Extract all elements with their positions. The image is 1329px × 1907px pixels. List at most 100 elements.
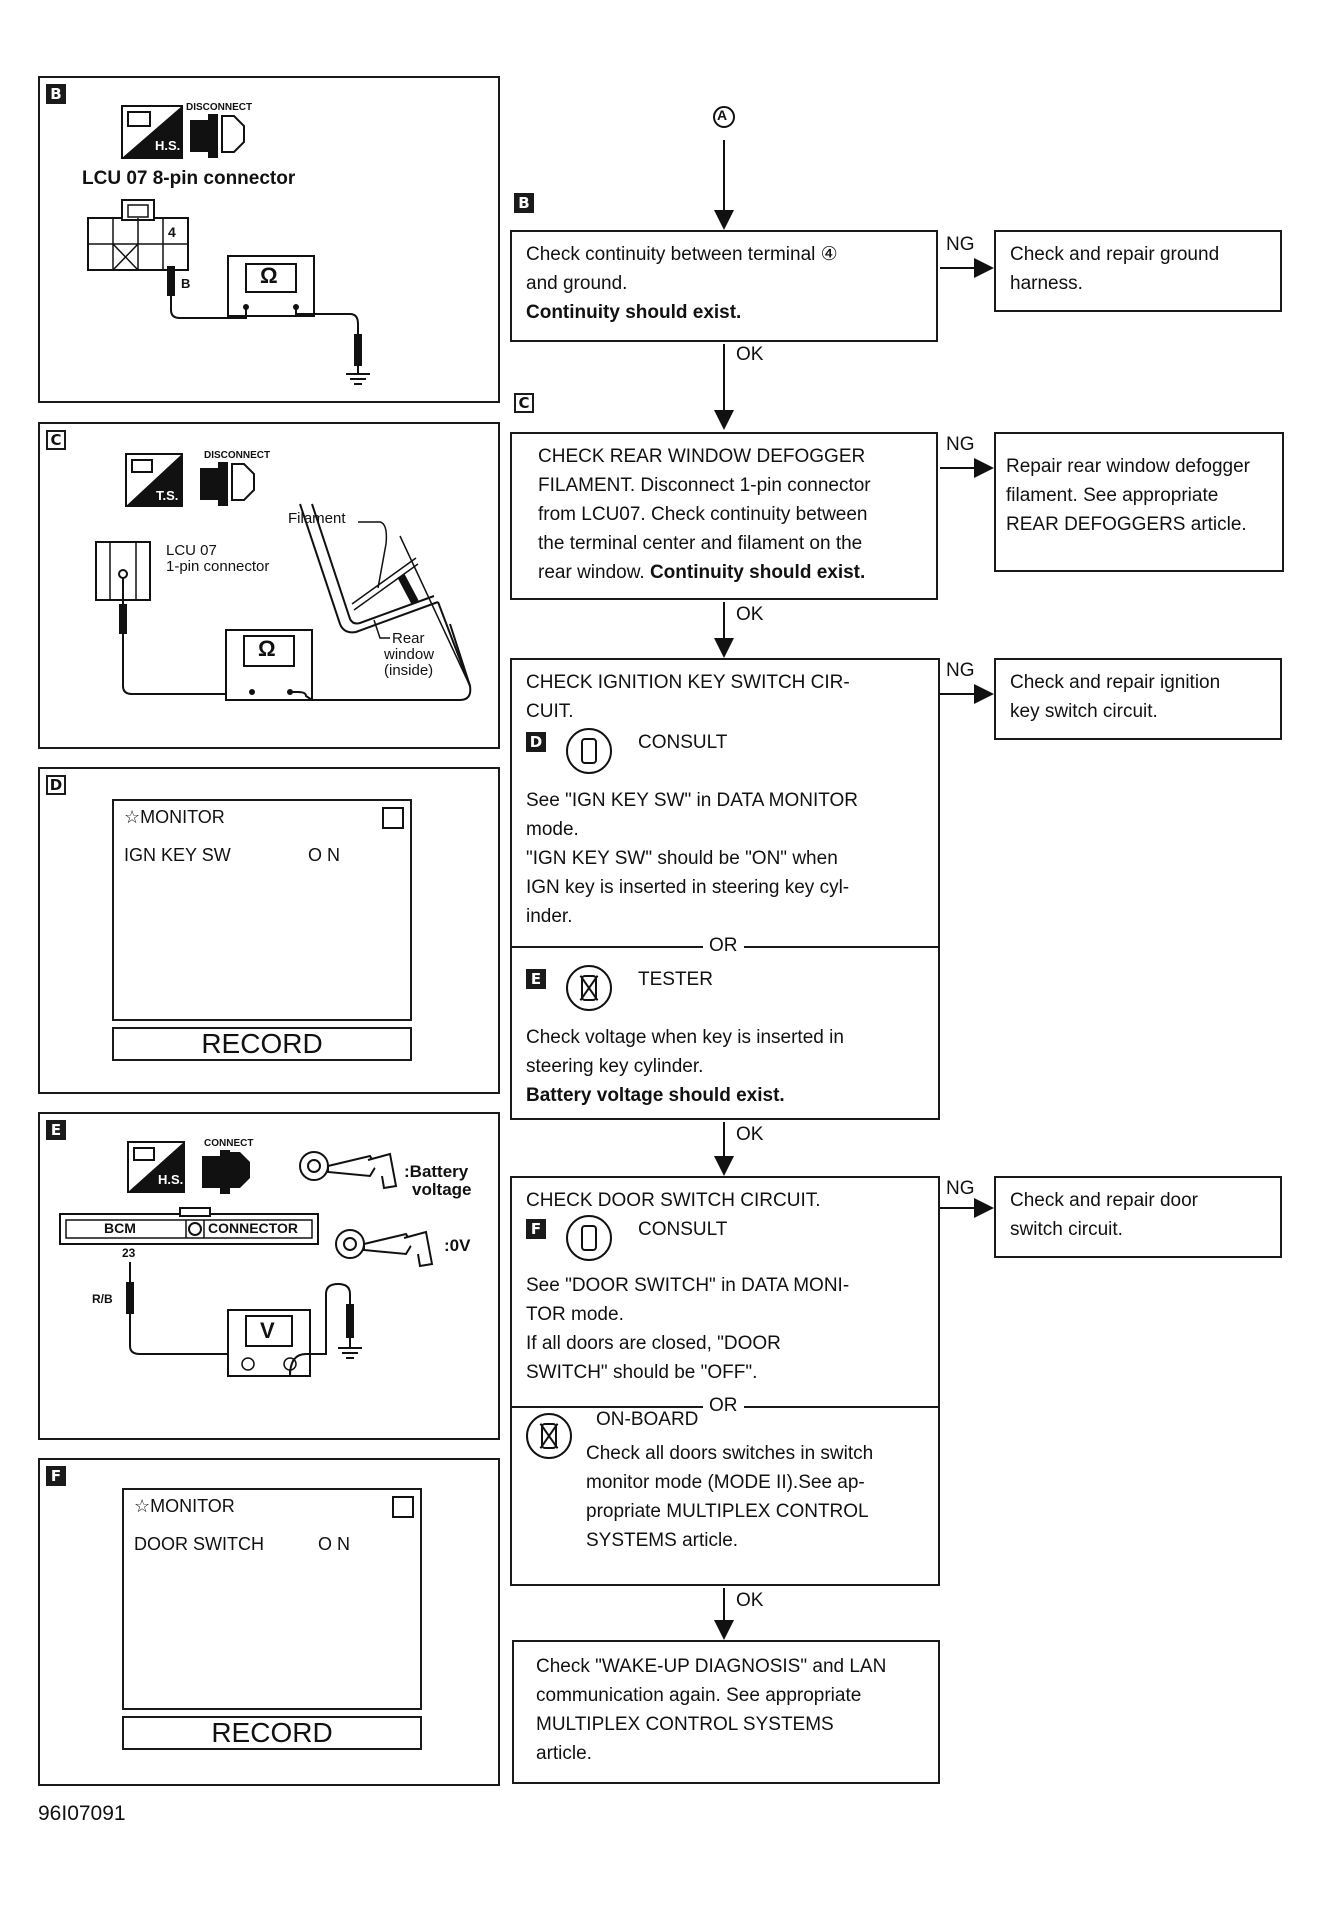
step3-ng-box: Check and repair ignition key switch cir… xyxy=(994,658,1282,740)
step1-ng-box: Check and repair ground harness. xyxy=(994,230,1282,312)
or-label: OR xyxy=(703,1396,744,1416)
ohm-meter-label: Ω xyxy=(258,636,276,661)
step3-line1: CHECK IGNITION KEY SWITCH CIR- xyxy=(526,672,850,693)
ok-label: OK xyxy=(736,344,764,365)
panel-f: F ☆MONITOR DOOR SWITCH O N RECORD xyxy=(38,1458,500,1786)
panel-c-diagram xyxy=(95,453,472,701)
monitor-checkbox[interactable] xyxy=(382,807,404,829)
panel-b: B H.S. DISCONNECT LCU 07 8-p xyxy=(38,76,500,403)
volt-meter-label: V xyxy=(260,1318,275,1343)
consult-tag-f: F xyxy=(526,1219,546,1239)
pin-label: 4 xyxy=(168,224,176,240)
step4-c1: See "DOOR SWITCH" in DATA MONI- xyxy=(526,1275,850,1296)
rear-label-1: Rear xyxy=(392,630,425,647)
zero-volt-label: :0V xyxy=(444,1236,471,1255)
ok-label: OK xyxy=(736,1590,764,1611)
ok-label: OK xyxy=(736,604,764,625)
step2-line1: CHECK REAR WINDOW DEFOGGER xyxy=(538,446,866,467)
step2-ng-line1: Repair rear window defogger xyxy=(1006,456,1250,477)
monitor-item-value: O N xyxy=(318,1534,351,1554)
consult-label: CONSULT xyxy=(638,732,728,753)
ng-label: NG xyxy=(946,1178,975,1199)
step3-box: CHECK IGNITION KEY SWITCH CIR- CUIT. D C… xyxy=(510,658,940,1120)
consult-label: CONSULT xyxy=(638,1219,728,1240)
pin-23-label: 23 xyxy=(122,1246,136,1260)
step1-line1: Check continuity between terminal ④ xyxy=(526,244,838,265)
step1-ng-line2: harness. xyxy=(1010,273,1083,294)
step5-line4: article. xyxy=(536,1743,592,1764)
ok-label: OK xyxy=(736,1124,764,1145)
panel-tag-e: E xyxy=(46,1120,66,1140)
step1-bold: Continuity should exist. xyxy=(526,302,742,323)
monitor-title: ☆MONITOR xyxy=(124,807,225,827)
hs-label: H.S. xyxy=(155,138,181,153)
step4-ng-box: Check and repair door switch circuit. xyxy=(994,1176,1282,1258)
step5-line3: MULTIPLEX CONTROL SYSTEMS xyxy=(536,1714,834,1735)
filament-label: Filament xyxy=(288,510,346,527)
step4-o3: propriate MULTIPLEX CONTROL xyxy=(586,1501,869,1522)
panel-c: C T.S. DISCONNECT LCU 07 1 xyxy=(38,422,500,749)
tester-label: TESTER xyxy=(638,969,713,990)
step4-ng-line1: Check and repair door xyxy=(1010,1190,1198,1211)
monitor-screen: ☆MONITOR DOOR SWITCH O N xyxy=(122,1488,422,1710)
monitor-item-value: O N xyxy=(308,845,341,865)
step4-line1: CHECK DOOR SWITCH CIRCUIT. xyxy=(526,1190,821,1211)
connector-title: LCU 07 8-pin connector xyxy=(82,168,296,189)
tester-tag-e: E xyxy=(526,969,546,989)
or-label: OR xyxy=(703,936,744,956)
step3-ng-line2: key switch circuit. xyxy=(1010,701,1158,722)
panel-e-diagram xyxy=(59,1141,434,1377)
hs-label: H.S. xyxy=(158,1172,184,1187)
ohm-meter-label: Ω xyxy=(260,263,278,288)
step2-line5: rear window. xyxy=(538,562,645,583)
lcu-label-2: 1-pin connector xyxy=(166,558,270,575)
step3-c3: "IGN KEY SW" should be "ON" when xyxy=(526,848,838,869)
step5-box: Check "WAKE-UP DIAGNOSIS" and LAN commun… xyxy=(512,1640,940,1784)
monitor-checkbox[interactable] xyxy=(392,1496,414,1518)
monitor-item-label: DOOR SWITCH xyxy=(134,1534,264,1554)
bcm-label: BCM xyxy=(104,1220,136,1236)
step-tag-b: B xyxy=(514,193,534,213)
step3-line2: CUIT. xyxy=(526,701,574,722)
panel-tag-c: C xyxy=(46,430,66,450)
ng-label: NG xyxy=(946,234,975,255)
rb-wire-label: R/B xyxy=(92,1292,113,1306)
step4-c2: TOR mode. xyxy=(526,1304,624,1325)
step4-o1: Check all doors switches in switch xyxy=(586,1443,874,1464)
step2-line4: the terminal center and filament on the xyxy=(538,533,863,554)
connector-a: A xyxy=(717,107,728,123)
record-button[interactable]: RECORD xyxy=(122,1716,422,1750)
step3-c4: IGN key is inserted in steering key cyl- xyxy=(526,877,850,898)
wire-label: B xyxy=(181,276,191,291)
ts-label: T.S. xyxy=(156,488,179,503)
ng-label: NG xyxy=(946,434,975,455)
step2-ng-line2: filament. See appropriate xyxy=(1006,485,1219,506)
step4-ng-line2: switch circuit. xyxy=(1010,1219,1123,1240)
panel-tag-d: D xyxy=(46,775,66,795)
monitor-title: ☆MONITOR xyxy=(134,1496,235,1516)
record-button[interactable]: RECORD xyxy=(112,1027,412,1061)
disconnect-label: DISCONNECT xyxy=(204,450,271,461)
step3-t2: steering key cylinder. xyxy=(526,1056,704,1077)
step1-box: Check continuity between terminal ④ and … xyxy=(510,230,938,342)
panel-tag-b: B xyxy=(46,84,66,104)
panel-d: D ☆MONITOR IGN KEY SW O N RECORD xyxy=(38,767,500,1094)
consult-icon xyxy=(566,1215,612,1261)
step1-ng-line1: Check and repair ground xyxy=(1010,244,1220,265)
consult-tag-d: D xyxy=(526,732,546,752)
step3-c1: See "IGN KEY SW" in DATA MONITOR xyxy=(526,790,858,811)
step4-box: CHECK DOOR SWITCH CIRCUIT. F CONSULT See… xyxy=(510,1176,940,1586)
disconnect-label: DISCONNECT xyxy=(186,102,253,113)
onboard-label: ON-BOARD xyxy=(596,1409,699,1430)
step4-c3: If all doors are closed, "DOOR xyxy=(526,1333,781,1354)
rear-label-3: (inside) xyxy=(384,662,434,679)
connector-label: CONNECTOR xyxy=(208,1220,298,1236)
panel-b-diagram xyxy=(87,105,370,385)
step3-ng-line1: Check and repair ignition xyxy=(1010,672,1221,693)
monitor-item-label: IGN KEY SW xyxy=(124,845,231,865)
lcu-label-1: LCU 07 xyxy=(166,542,217,559)
step2-box: CHECK REAR WINDOW DEFOGGER FILAMENT. Dis… xyxy=(510,432,938,600)
monitor-screen: ☆MONITOR IGN KEY SW O N xyxy=(112,799,412,1021)
consult-icon xyxy=(566,728,612,774)
connect-label: CONNECT xyxy=(204,1138,254,1149)
